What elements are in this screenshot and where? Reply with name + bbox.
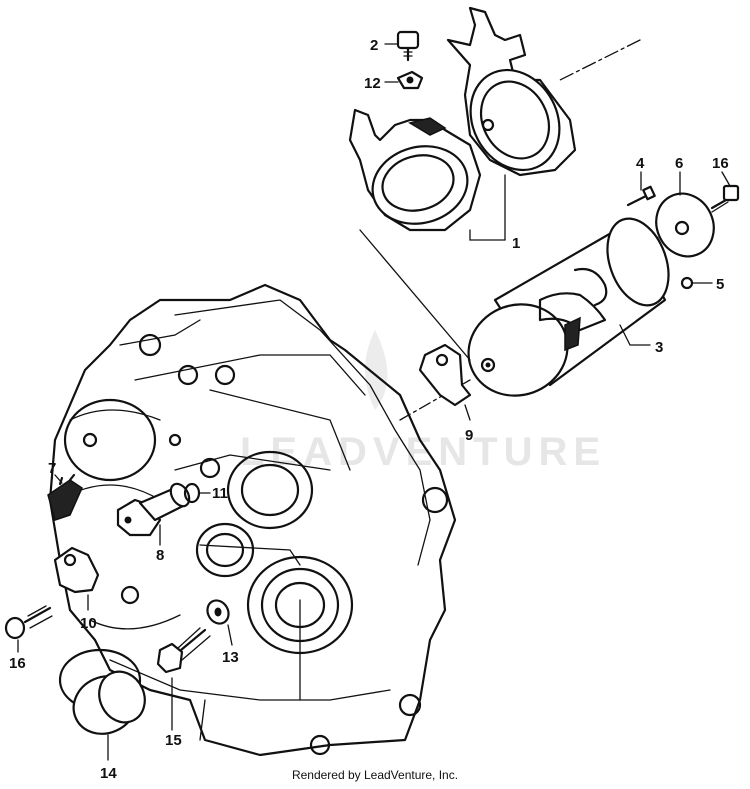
footer-credit: Rendered by LeadVenture, Inc. xyxy=(291,768,459,782)
bolt-16-top xyxy=(710,184,740,213)
callout-9: 9 xyxy=(465,427,473,444)
callout-11: 11 xyxy=(212,485,228,502)
watermark-text: LEADVENTURE xyxy=(240,430,606,474)
bolt-2 xyxy=(396,30,420,62)
shift-fork-lower xyxy=(348,108,482,232)
callout-5: 5 xyxy=(716,276,724,293)
bolt-15 xyxy=(156,627,211,674)
drum-plate-6 xyxy=(655,192,715,258)
washer-13 xyxy=(206,599,230,625)
callout-4: 4 xyxy=(636,155,645,172)
o-ring-11 xyxy=(183,482,201,504)
clip-7 xyxy=(47,473,83,521)
callout-13: 13 xyxy=(222,649,239,666)
callout-1: 1 xyxy=(512,235,520,252)
callout-8: 8 xyxy=(156,547,164,564)
watermark: LEADVENTURE xyxy=(240,330,606,474)
shaft-centerline xyxy=(559,39,641,81)
callout-14: 14 xyxy=(100,765,117,782)
callout-7: 7 xyxy=(48,460,56,477)
clamp-10 xyxy=(53,546,100,594)
neutral-switch-8 xyxy=(116,482,191,537)
callout-2: 2 xyxy=(370,37,378,54)
cap-14 xyxy=(72,670,146,735)
lock-washer-12 xyxy=(396,70,424,90)
callout-10: 10 xyxy=(80,615,97,632)
callout-6: 6 xyxy=(675,155,683,172)
shift-fork-upper xyxy=(446,6,577,177)
callout-3: 3 xyxy=(655,339,663,356)
callout-15: 15 xyxy=(165,732,182,749)
screw-5 xyxy=(680,276,694,290)
bolt-16-left xyxy=(4,605,53,640)
callout-16-top: 16 xyxy=(712,155,729,172)
callout-12: 12 xyxy=(364,75,381,92)
shift-drum-3 xyxy=(467,217,670,397)
stopper-plate-9 xyxy=(418,343,472,407)
pin-4 xyxy=(626,185,656,207)
callout-16-left: 16 xyxy=(9,655,26,672)
crankcase xyxy=(48,283,457,757)
